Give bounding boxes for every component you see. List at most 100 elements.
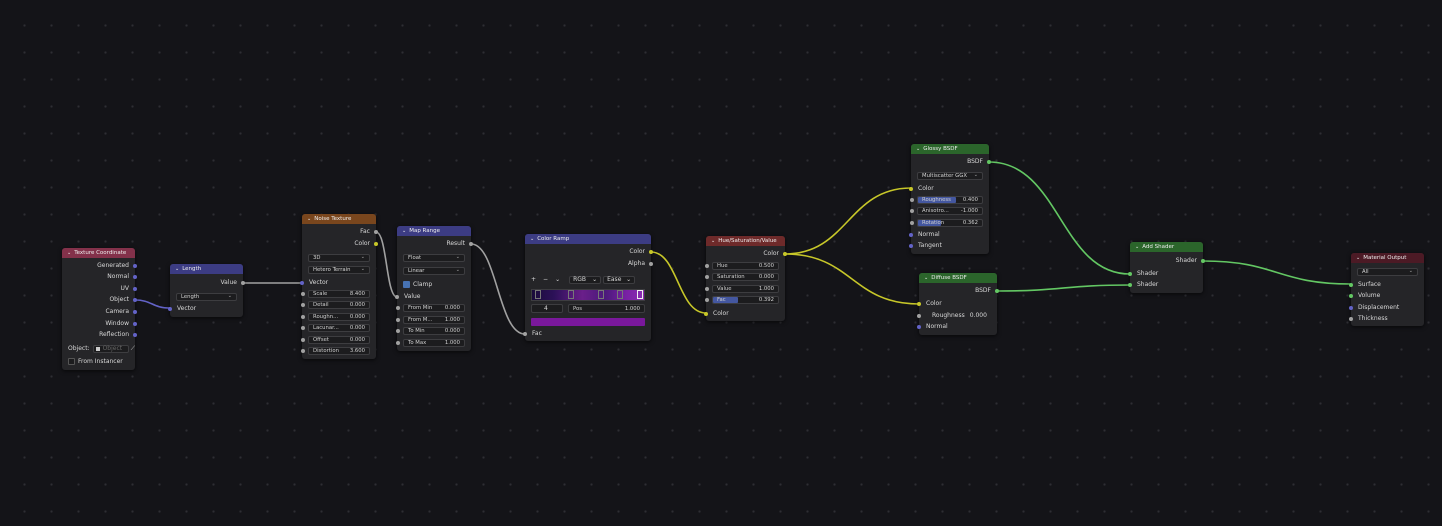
color-mode-dropdown[interactable]: RGB⌄ (569, 275, 602, 284)
socket-icon[interactable] (1349, 293, 1353, 298)
node-header[interactable]: ⌄Hue/Saturation/Value (706, 236, 785, 246)
node-header[interactable]: ⌄Add Shader (1130, 242, 1203, 252)
socket-icon[interactable] (396, 329, 400, 333)
socket-icon[interactable] (909, 243, 913, 248)
socket-icon[interactable] (917, 301, 921, 306)
socket-icon[interactable] (705, 264, 709, 268)
collapse-icon[interactable]: ⌄ (711, 238, 716, 244)
collapse-icon[interactable]: ⌄ (1135, 244, 1140, 250)
socket-icon[interactable] (910, 221, 914, 225)
socket-icon[interactable] (909, 186, 913, 191)
node-add-shader[interactable]: ⌄Add Shader Shader Shader Shader (1128, 242, 1205, 293)
color-ramp-gradient[interactable] (531, 289, 645, 301)
socket-icon[interactable] (1349, 316, 1353, 321)
socket-icon[interactable] (133, 297, 137, 302)
socket-icon[interactable] (917, 313, 921, 318)
collapse-icon[interactable]: ⌄ (402, 228, 407, 234)
socket-icon[interactable] (910, 198, 914, 202)
data-type-dropdown[interactable]: Float (403, 254, 465, 262)
socket-icon[interactable] (1349, 305, 1353, 310)
object-field[interactable]: Object (92, 344, 129, 353)
socket-icon[interactable] (374, 241, 378, 246)
socket-icon[interactable] (301, 326, 305, 330)
socket-icon[interactable] (649, 261, 653, 266)
ramp-menu-icon[interactable]: ⌄ (555, 276, 561, 283)
stop-index-field[interactable]: 4 (531, 304, 563, 313)
anisotropy-slider[interactable]: Anisotro...-1.000 (910, 207, 983, 215)
socket-icon[interactable] (1128, 271, 1132, 276)
dimensions-dropdown[interactable]: 3D (308, 254, 370, 262)
node-header[interactable]: ⌄Color Ramp (525, 234, 651, 244)
socket-icon[interactable] (301, 338, 305, 342)
clamp-row[interactable]: Clamp (397, 280, 471, 289)
interp-dropdown[interactable]: Ease⌄ (603, 275, 636, 284)
collapse-icon[interactable]: ⌄ (307, 216, 312, 222)
node-header[interactable]: ⌄Material Output (1351, 253, 1424, 263)
socket-icon[interactable] (133, 321, 137, 326)
collapse-icon[interactable]: ⌄ (67, 250, 72, 256)
interpolation-dropdown[interactable]: Linear (403, 267, 465, 275)
node-material-output[interactable]: ⌄Material Output All Surface Volume Disp… (1349, 253, 1424, 326)
node-header[interactable]: ⌄Noise Texture (302, 214, 376, 224)
node-header[interactable]: ⌄Glossy BSDF (911, 144, 989, 154)
socket-icon[interactable] (133, 286, 137, 291)
node-header[interactable]: ⌄Texture Coordinate (62, 248, 135, 258)
ramp-stop-marker[interactable] (617, 290, 623, 299)
stop-color-swatch[interactable] (531, 318, 645, 326)
node-color-ramp[interactable]: ⌄Color Ramp Color Alpha + − ⌄ RGB⌄ Ease⌄… (523, 234, 653, 341)
socket-icon[interactable] (917, 324, 921, 329)
socket-icon[interactable] (705, 287, 709, 291)
collapse-icon[interactable]: ⌄ (530, 236, 535, 242)
distribution-dropdown[interactable]: Multiscatter GGX (917, 172, 983, 180)
from-max-field[interactable]: From M...1.000 (396, 316, 465, 324)
socket-icon[interactable] (523, 331, 527, 336)
noise-type-dropdown[interactable]: Hetero Terrain (308, 266, 370, 274)
socket-icon[interactable] (469, 241, 473, 246)
socket-icon[interactable] (133, 309, 137, 314)
socket-icon[interactable] (133, 274, 137, 279)
socket-icon[interactable] (1128, 282, 1132, 287)
socket-icon[interactable] (704, 311, 708, 316)
from-instancer-row[interactable]: From Instancer (62, 357, 135, 366)
node-noise-texture[interactable]: ⌄Noise Texture Fac Color 3D Hetero Terra… (300, 214, 378, 359)
clamp-checkbox[interactable] (403, 281, 410, 288)
socket-icon[interactable] (300, 280, 304, 285)
lacunarity-field[interactable]: Lacunar...0.000 (301, 324, 370, 332)
node-map-range[interactable]: ⌄Map Range Result Float Linear Clamp Val… (395, 226, 473, 351)
socket-icon[interactable] (301, 292, 305, 296)
socket-icon[interactable] (783, 251, 787, 256)
add-stop-icon[interactable]: + (531, 276, 537, 283)
socket-icon[interactable] (301, 303, 305, 307)
node-header[interactable]: ⌄Diffuse BSDF (919, 273, 997, 283)
socket-icon[interactable] (910, 209, 914, 213)
roughness-field[interactable]: Roughn...0.000 (301, 313, 370, 321)
socket-icon[interactable] (396, 318, 400, 322)
socket-icon[interactable] (133, 332, 137, 337)
ramp-stop-marker[interactable] (598, 290, 604, 299)
socket-icon[interactable] (1349, 282, 1353, 287)
socket-icon[interactable] (301, 349, 305, 353)
collapse-icon[interactable]: ⌄ (916, 146, 921, 152)
socket-icon[interactable] (705, 275, 709, 279)
operation-dropdown[interactable]: Length (176, 293, 237, 301)
eyedropper-icon[interactable]: ⟋ (130, 344, 135, 352)
collapse-icon[interactable]: ⌄ (924, 275, 929, 281)
socket-icon[interactable] (649, 249, 653, 254)
socket-icon[interactable] (133, 263, 137, 268)
socket-icon[interactable] (241, 280, 245, 285)
socket-icon[interactable] (705, 298, 709, 302)
